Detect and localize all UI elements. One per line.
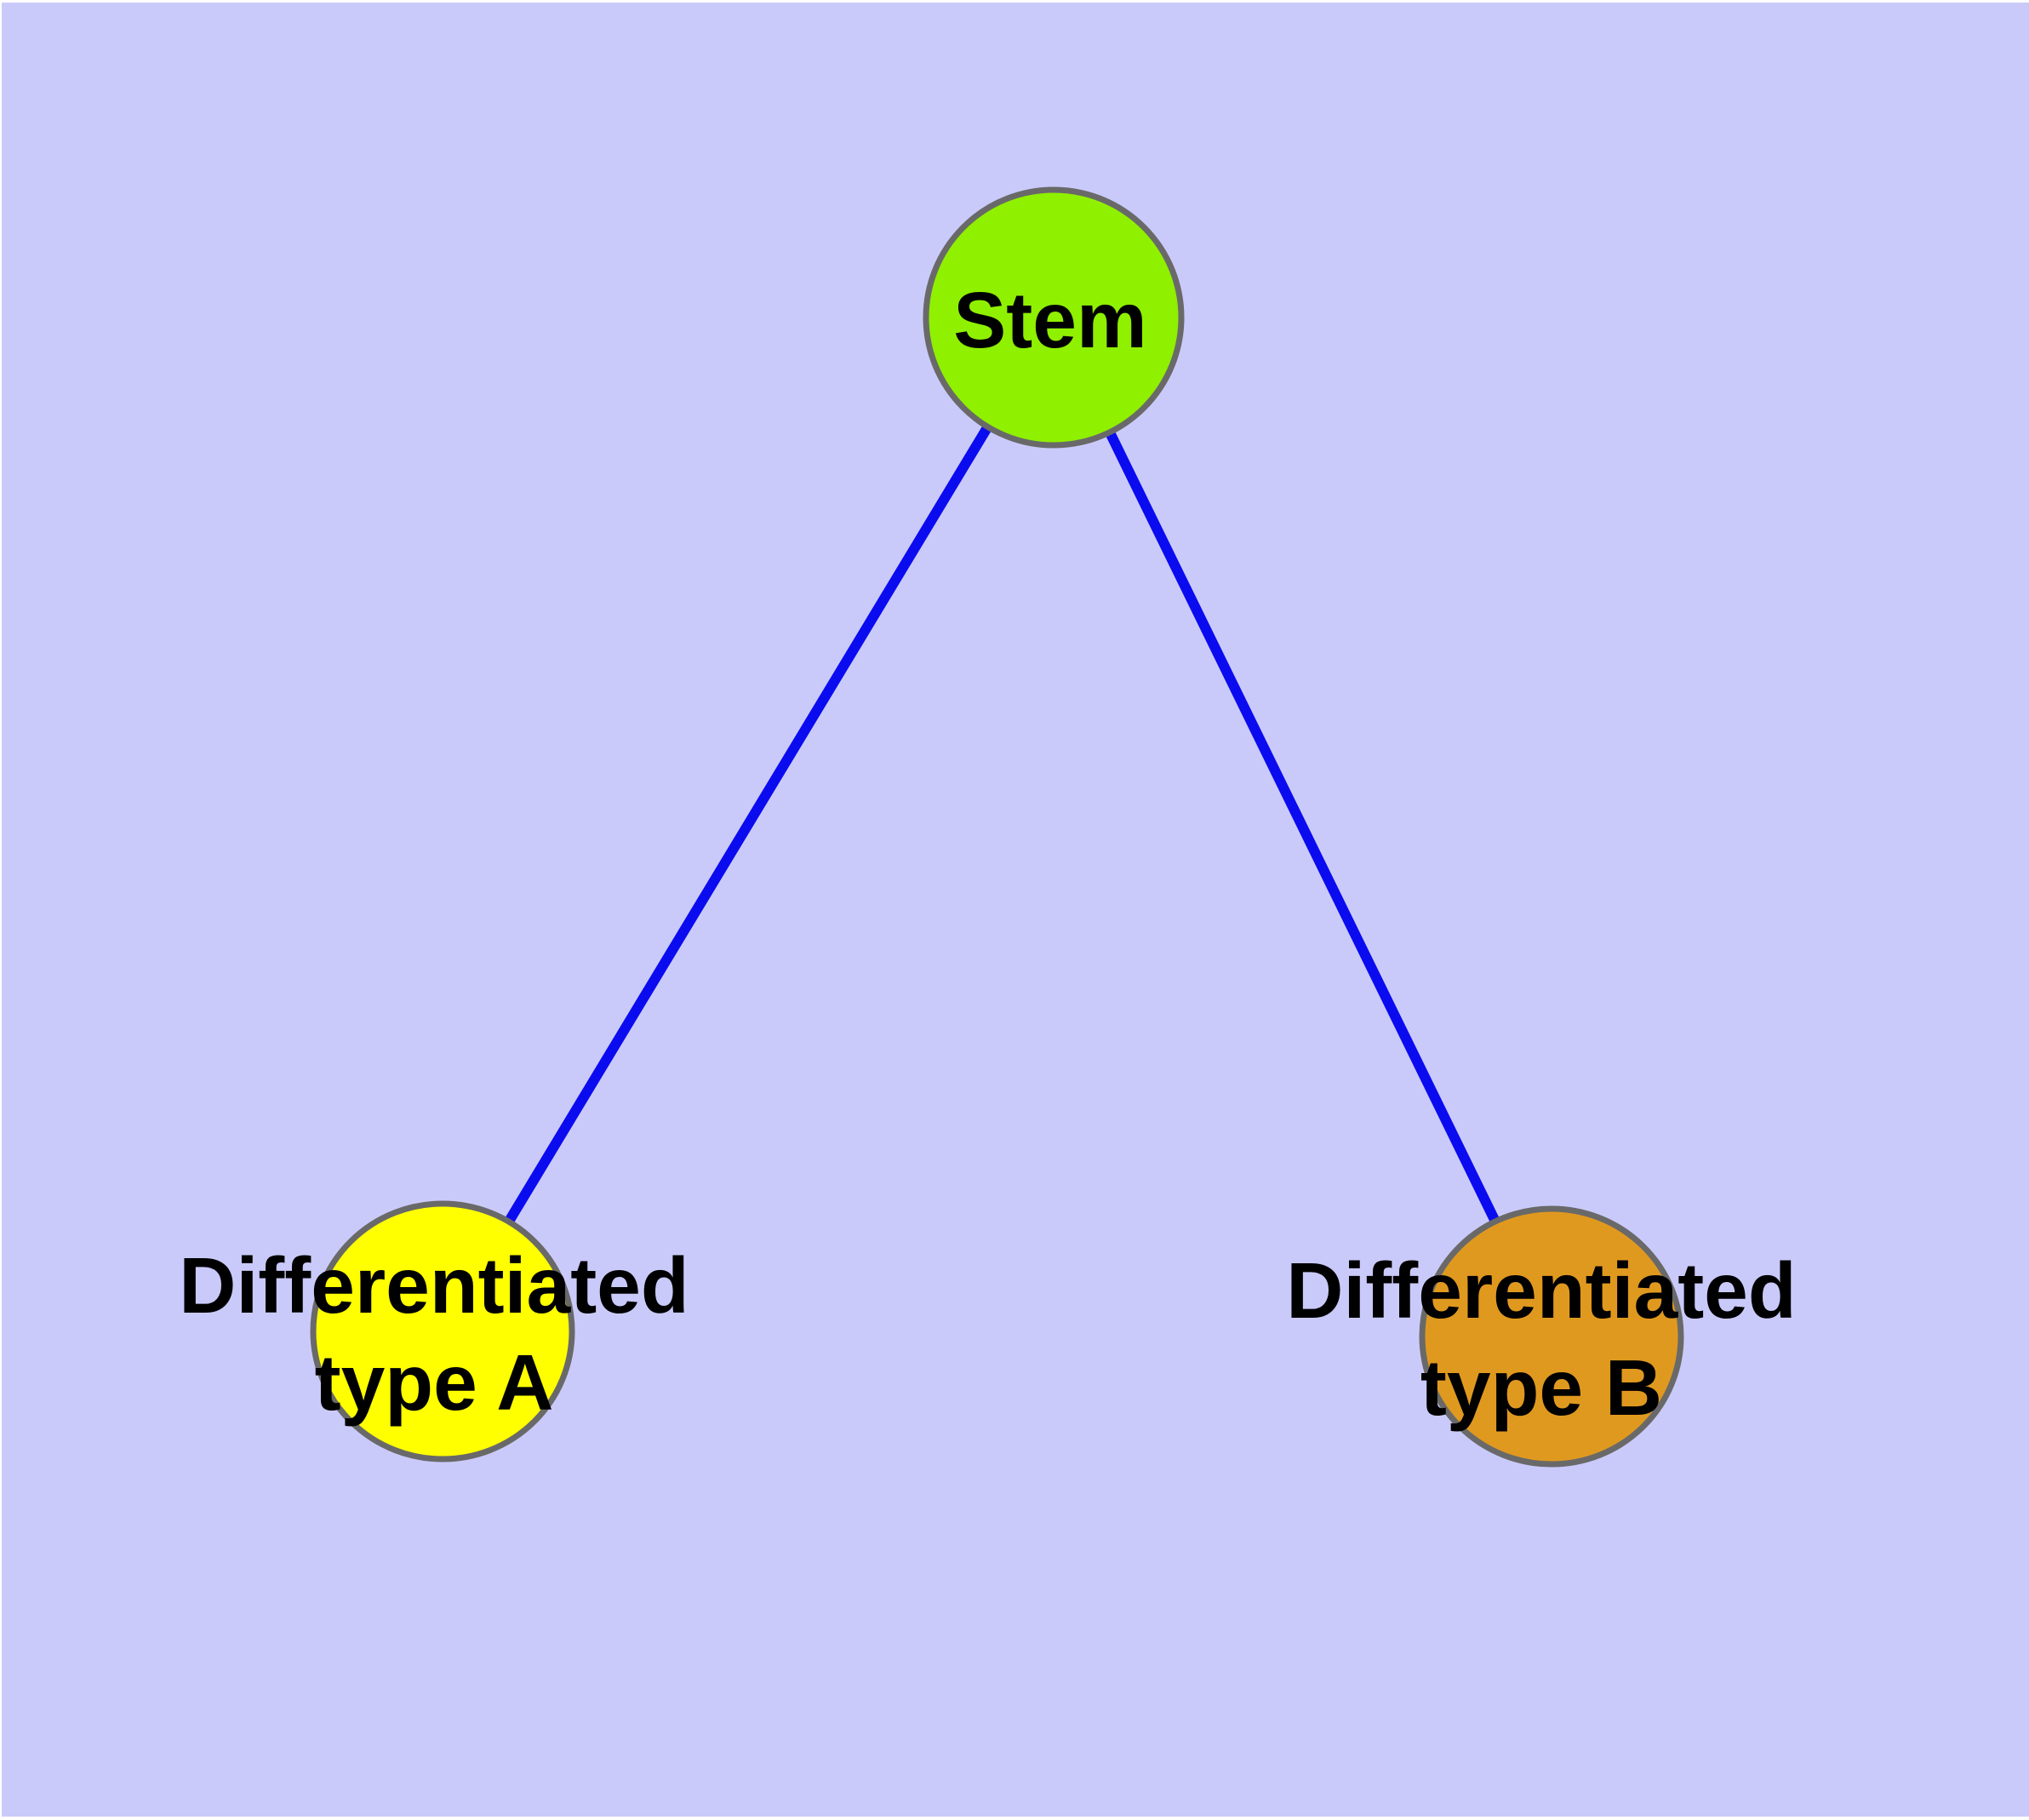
node-stem [923,186,1185,449]
node-diff-b [1419,1205,1684,1468]
node-label-diff-b-line-1: Differentiated [1286,1246,1796,1335]
node-label-stem-line-1: Stem [953,276,1146,364]
node-diff-a [310,1200,575,1462]
edge-stem-diff-a [437,314,1059,1335]
edge-stem-diff-b [1049,315,1557,1339]
node-label-diff-a-line-2: type A [315,1338,554,1427]
node-label-diff-b-line-2: type B [1420,1343,1662,1432]
node-label-diff-a-line-1: Differentiated [179,1241,689,1330]
